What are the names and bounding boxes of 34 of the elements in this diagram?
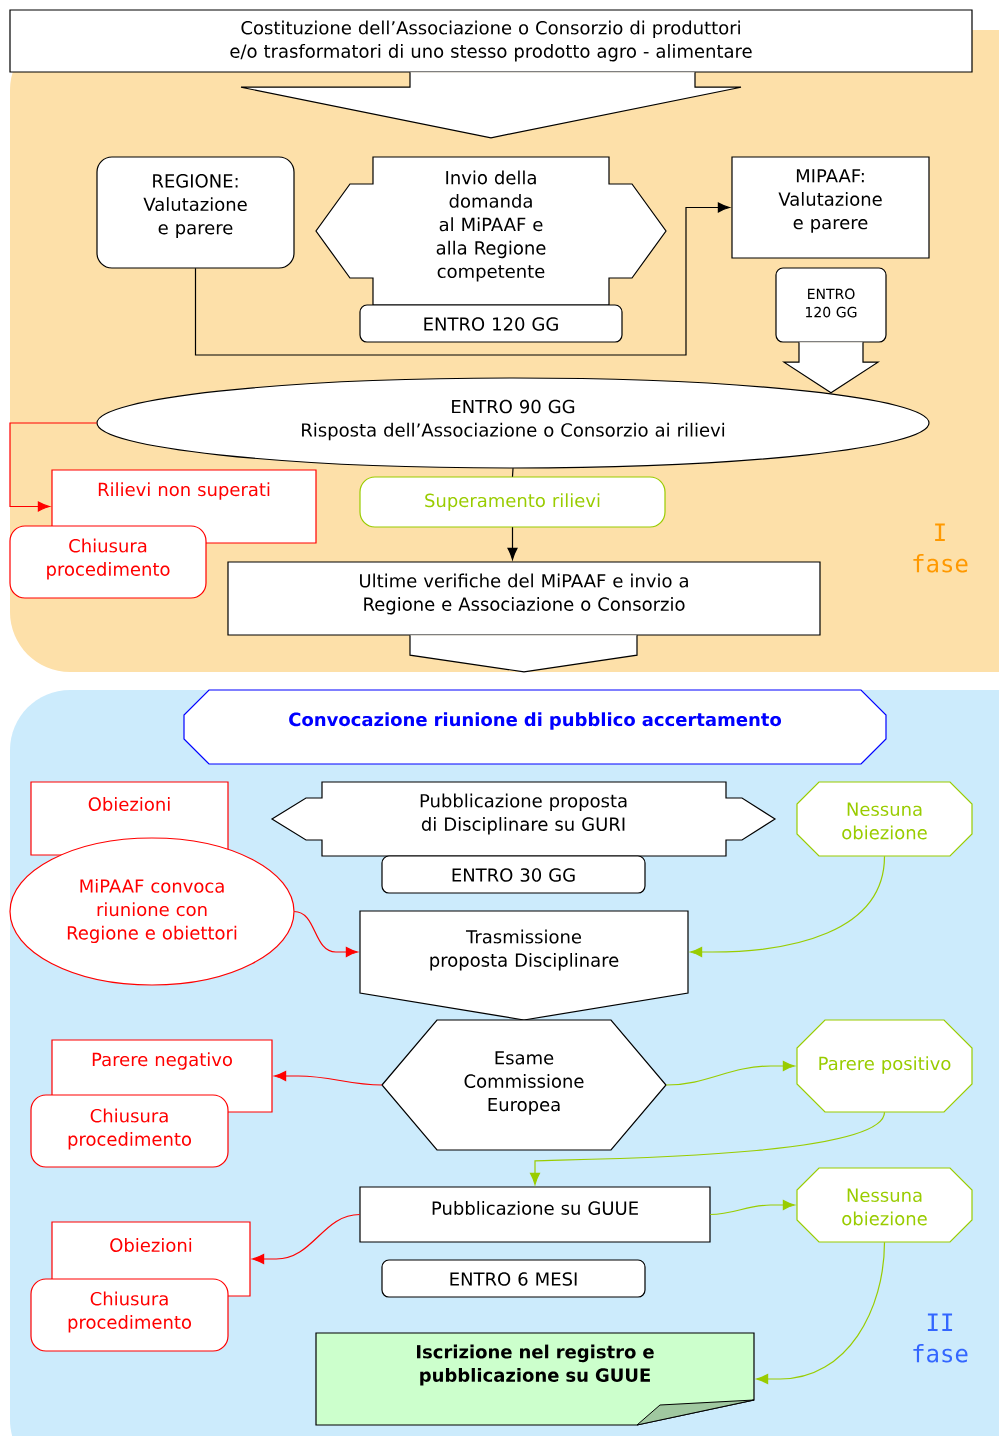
block-arrow xyxy=(781,341,880,394)
deadline-tab: ENTRO 6 MESI xyxy=(381,1259,646,1298)
rounded-box: REGIONE: Valutazione e parere xyxy=(96,156,295,269)
block-arrow xyxy=(409,634,638,673)
hexagon-box: Esame Commissione Europea xyxy=(381,1019,667,1151)
process-box: MIPAAF: Valutazione e parere xyxy=(731,156,930,259)
double-arrow-box: Invio della domanda al MiPAAF e alla Regione competente xyxy=(315,156,667,306)
note-box: Iscrizione nel registro e pubblicazione su GUUE xyxy=(315,1332,755,1426)
deadline-tab: ENTRO 120 GG xyxy=(775,267,887,343)
arrow xyxy=(293,910,359,958)
pentagon-box: Trasmissione proposta Disciplinare xyxy=(359,910,689,1021)
rounded-box: Chiusura procedimento xyxy=(30,1278,229,1352)
arrow xyxy=(709,1200,796,1216)
arrow xyxy=(273,1071,383,1086)
block-arrow xyxy=(240,71,742,139)
connector-line xyxy=(511,467,514,478)
rounded-box: Chiusura procedimento xyxy=(9,525,207,599)
double-arrow-box: Pubblicazione proposta di Disciplinare su GURI xyxy=(270,781,777,857)
arrow xyxy=(194,202,731,356)
arrow xyxy=(689,855,886,958)
deadline-tab: ENTRO 120 GG xyxy=(359,304,623,343)
arrow xyxy=(9,422,98,512)
rounded-box: Chiusura procedimento xyxy=(30,1094,229,1168)
arrow xyxy=(665,1061,796,1086)
deadline-tab: ENTRO 30 GG xyxy=(381,855,646,894)
process-box: Pubblicazione su GUUE xyxy=(359,1186,711,1243)
arrow xyxy=(507,526,518,561)
arrow xyxy=(755,1241,886,1385)
octagon-box: Nessuna obiezione xyxy=(796,1167,973,1243)
arrow xyxy=(251,1213,361,1265)
rounded-box: Superamento rilievi xyxy=(359,476,666,528)
process-box: Costituzione dell’Associazione o Consorzio di produttori e/o trasformatori di uno stesso prodotto agro - alimentare xyxy=(9,9,973,73)
octagon-box: Nessuna obiezione xyxy=(796,781,973,857)
arrow xyxy=(529,1111,886,1186)
